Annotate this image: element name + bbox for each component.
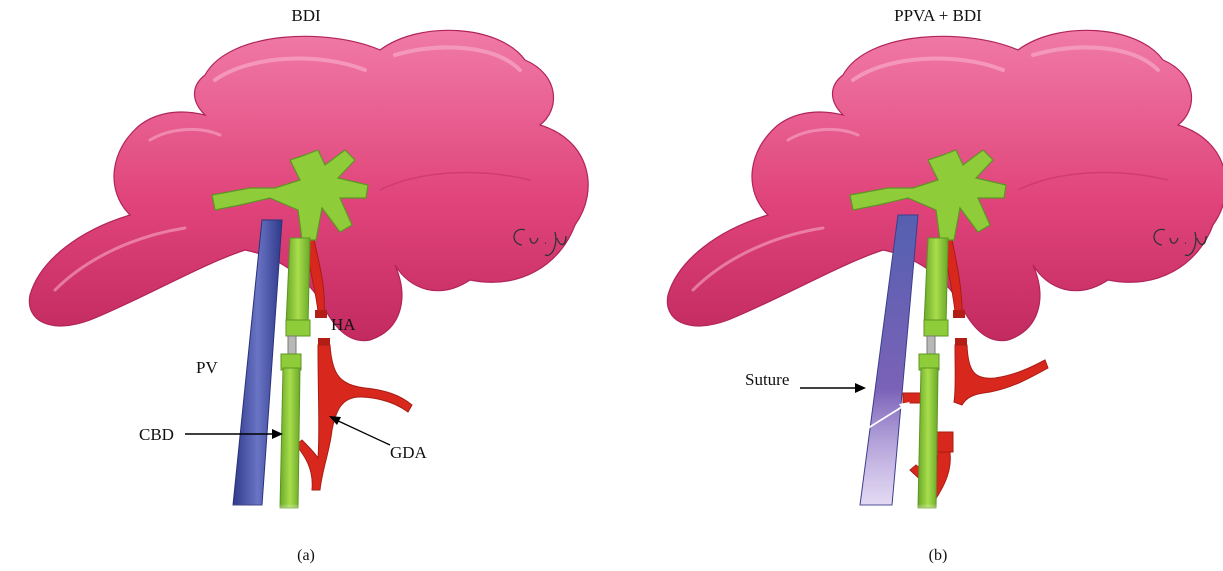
gastroduodenal-artery-a: [296, 338, 412, 490]
panel-a: BDI PV HA CBD GDA (a): [29, 6, 588, 564]
label-pv: PV: [196, 358, 218, 377]
panel-a-title: BDI: [291, 6, 321, 25]
arrow-suture-black: [800, 383, 866, 393]
panel-b-title: PPVA + BDI: [894, 6, 982, 25]
stent-a: [288, 336, 296, 356]
label-suture: Suture: [745, 370, 789, 389]
panel-a-caption: (a): [297, 547, 315, 564]
panel-b: PPVA + BDI Suture (b): [667, 6, 1223, 564]
arrow-cbd: [185, 429, 283, 439]
arrow-gda: [329, 416, 390, 445]
artery-ligation-a: [315, 310, 327, 318]
portal-vein-b: [860, 215, 918, 505]
label-cbd: CBD: [139, 425, 174, 444]
panel-b-caption: (b): [929, 547, 948, 564]
portal-vein-a: [233, 220, 282, 505]
label-gda: GDA: [390, 443, 428, 462]
stent-b: [927, 336, 935, 356]
label-ha: HA: [331, 315, 356, 334]
